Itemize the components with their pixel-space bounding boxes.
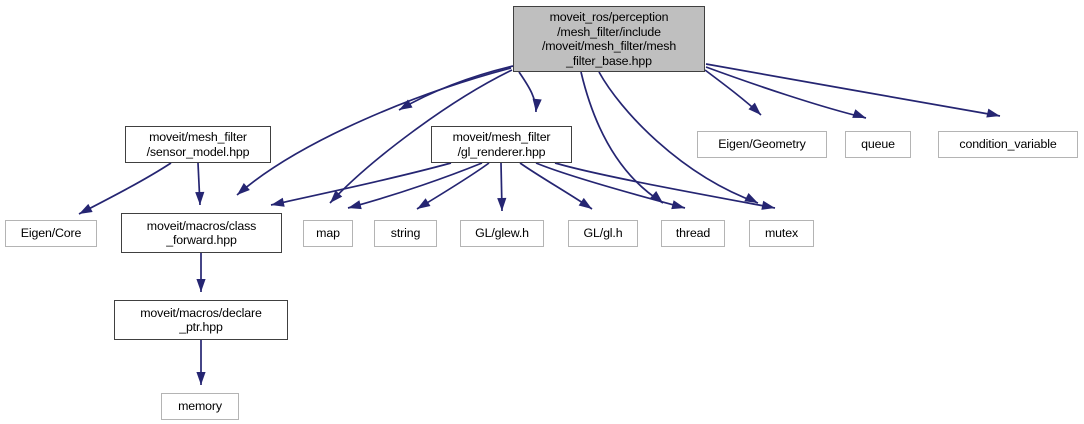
- graph-node-label: moveit_ros/perception /mesh_filter/inclu…: [541, 10, 677, 68]
- edge-sensor-model-to-class-forward: [195, 162, 205, 206]
- graph-node-memory[interactable]: memory: [161, 393, 239, 420]
- edge-gl-renderer-to-class-forward: [270, 162, 452, 207]
- arrowhead-icon: [744, 192, 758, 203]
- arrowhead-icon: [330, 190, 343, 203]
- graph-node-gl_glew[interactable]: GL/glew.h: [460, 220, 544, 247]
- graph-node-label: GL/gl.h: [583, 226, 623, 241]
- arrowhead-icon: [852, 109, 866, 118]
- arrowhead-icon: [79, 203, 93, 214]
- arrowhead-icon: [196, 279, 206, 292]
- arrowhead-icon: [195, 191, 205, 205]
- graph-node-label: memory: [178, 399, 222, 414]
- graph-node-label: Eigen/Core: [20, 226, 82, 241]
- arrowhead-icon: [578, 197, 592, 209]
- edge-class-forward-to-declare-ptr: [196, 253, 206, 292]
- graph-node-declare_ptr[interactable]: moveit/macros/declare _ptr.hpp: [114, 300, 288, 340]
- edge-root-to-eigen-geometry: [704, 69, 762, 116]
- graph-node-string[interactable]: string: [374, 220, 437, 247]
- edge-sensor-model-to-eigen-core: [78, 162, 172, 215]
- edge-gl-renderer-to-map: [347, 162, 483, 210]
- edge-root-to-class-forward: [236, 67, 512, 196]
- graph-node-label: GL/glew.h: [475, 226, 529, 241]
- arrowhead-icon: [671, 200, 685, 210]
- edge-declare-ptr-to-memory: [196, 340, 206, 385]
- graph-node-map[interactable]: map: [303, 220, 353, 247]
- graph-node-class_forward[interactable]: moveit/macros/class _forward.hpp: [121, 213, 282, 253]
- graph-node-condition_variable[interactable]: condition_variable: [938, 131, 1078, 158]
- edge-root-to-sensor-model: [398, 65, 514, 111]
- arrowhead-icon: [399, 99, 413, 110]
- edge-gl-renderer-to-gl-glew: [497, 162, 507, 212]
- edge-root-to-thread: [580, 71, 664, 204]
- edge-gl-renderer-to-mutex: [554, 162, 776, 210]
- graph-node-root[interactable]: moveit_ros/perception /mesh_filter/inclu…: [513, 6, 705, 72]
- graph-node-eigen_geometry[interactable]: Eigen/Geometry: [697, 131, 827, 158]
- arrowhead-icon: [417, 198, 431, 209]
- graph-node-queue[interactable]: queue: [845, 131, 911, 158]
- arrowhead-icon: [196, 372, 206, 385]
- graph-node-label: string: [390, 226, 421, 241]
- graph-node-gl_gl[interactable]: GL/gl.h: [568, 220, 638, 247]
- arrowhead-icon: [650, 190, 663, 203]
- graph-node-label: mutex: [765, 226, 798, 241]
- graph-node-eigen_core[interactable]: Eigen/Core: [5, 220, 97, 247]
- arrowhead-icon: [348, 200, 362, 210]
- edge-root-to-gl-renderer: [518, 71, 542, 113]
- arrowhead-icon: [497, 197, 507, 211]
- arrowhead-icon: [271, 197, 285, 207]
- graph-node-label: thread: [675, 226, 711, 241]
- graph-node-label: condition_variable: [959, 137, 1057, 152]
- graph-node-mutex[interactable]: mutex: [749, 220, 814, 247]
- graph-node-label: moveit/mesh_filter /sensor_model.hpp: [146, 130, 250, 159]
- graph-node-label: moveit/macros/declare _ptr.hpp: [140, 305, 262, 335]
- graph-node-label: queue: [861, 137, 895, 152]
- graph-node-gl_renderer[interactable]: moveit/mesh_filter /gl_renderer.hpp: [431, 126, 572, 163]
- edge-root-to-condition-variable: [705, 63, 1001, 118]
- edge-gl-renderer-to-thread: [535, 162, 686, 210]
- graph-node-label: moveit/mesh_filter /gl_renderer.hpp: [452, 130, 551, 159]
- graph-node-thread[interactable]: thread: [661, 220, 725, 247]
- graph-node-label: moveit/macros/class _forward.hpp: [146, 218, 257, 248]
- edge-gl-renderer-to-string: [416, 162, 490, 210]
- arrowhead-icon: [761, 200, 775, 210]
- graph-node-sensor_model[interactable]: moveit/mesh_filter /sensor_model.hpp: [125, 126, 271, 163]
- graph-node-label: Eigen/Geometry: [718, 137, 806, 152]
- edge-root-to-map: [329, 69, 513, 204]
- arrowhead-icon: [532, 98, 542, 112]
- arrowhead-icon: [237, 182, 250, 195]
- graph-node-label: map: [316, 226, 340, 241]
- arrowhead-icon: [986, 108, 1000, 118]
- arrowhead-icon: [748, 102, 761, 115]
- edge-gl-renderer-to-gl-gl: [519, 162, 593, 210]
- edge-root-to-mutex: [598, 71, 759, 204]
- edge-root-to-queue: [705, 66, 867, 119]
